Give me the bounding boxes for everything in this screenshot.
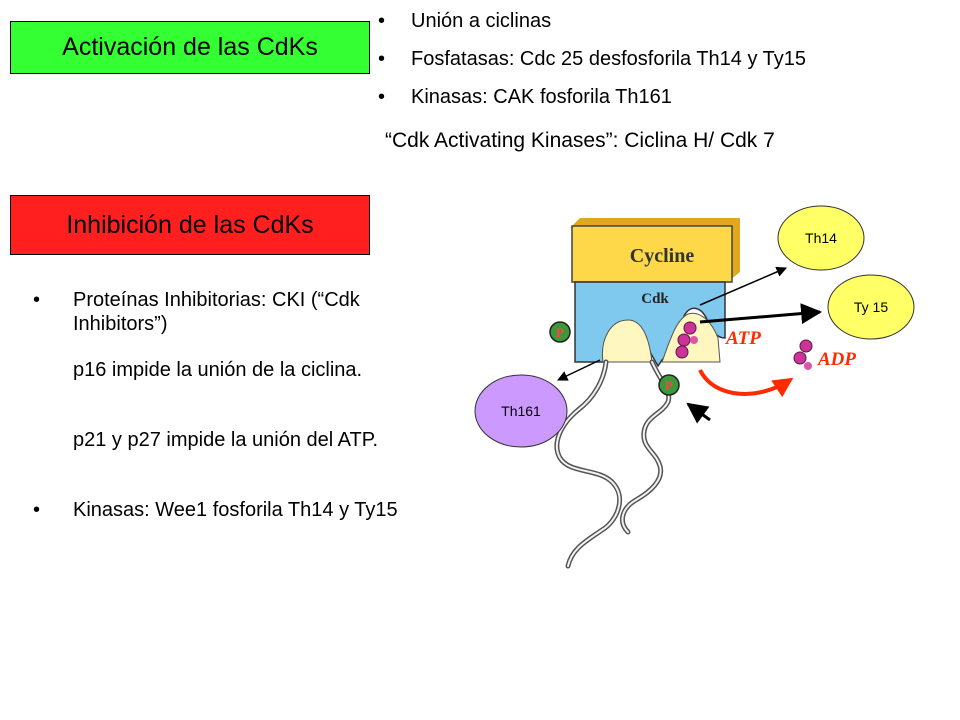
cdk-label: Cdk xyxy=(641,291,669,307)
phosphate-bottom-label: P xyxy=(665,378,673,393)
phosphate-bottom: P xyxy=(658,374,680,396)
arrow-ty15 xyxy=(699,303,823,325)
cdk-block: Cdk xyxy=(574,281,726,368)
cycline-block: Cycline xyxy=(570,218,740,283)
inhibition-title-box: Inhibición de las CdKs xyxy=(10,195,370,255)
adp-molecule-icon xyxy=(793,339,813,370)
inhibition-p16-text: p16 impide la unión de la ciclina. xyxy=(73,359,363,381)
activation-bullet: • Unión a ciclinas xyxy=(378,8,806,46)
protein-chain xyxy=(554,359,672,569)
inhibition-bullet-cki: • Proteínas Inhibitorias: CKI (“Cdk Inhi… xyxy=(33,288,413,336)
cycline-label: Cycline xyxy=(630,245,695,267)
adp-label: ADP xyxy=(817,349,856,370)
atp-molecule-icon xyxy=(675,321,698,359)
red-curved-arrow xyxy=(698,369,794,398)
activation-bullet-text: Fosfatasas: Cdc 25 desfosforila Th14 y T… xyxy=(411,48,807,70)
bubble-ty15: Ty 15 xyxy=(827,274,915,340)
inhibition-p21-text: p21 y p27 impide la unión del ATP. xyxy=(73,429,379,451)
activation-bullet-text: Unión a ciclinas xyxy=(411,10,552,32)
activation-bullet: • Kinasas: CAK fosforila Th161 xyxy=(378,84,806,122)
bullet-dot: • xyxy=(378,48,386,70)
inhibition-bullet-cki-text: Proteínas Inhibitorias: CKI (“Cdk Inhibi… xyxy=(73,289,360,335)
arrow-th14 xyxy=(699,266,787,306)
bubble-ty15-label: Ty 15 xyxy=(854,299,888,315)
cak-note: “Cdk Activating Kinases”: Ciclina H/ Cdk… xyxy=(385,129,775,152)
bullet-dot: • xyxy=(378,10,386,32)
activation-title-box: Activación de las CdKs xyxy=(10,21,370,74)
bubble-th14-label: Th14 xyxy=(805,230,837,246)
pointer-arrow xyxy=(686,402,711,424)
inhibition-bullet-wee1-text: Kinasas: Wee1 fosforila Th14 y Ty15 xyxy=(73,499,398,521)
atp-label: ATP xyxy=(725,328,761,349)
bubble-th14: Th14 xyxy=(777,205,865,271)
bubble-th161: Th161 xyxy=(474,374,568,448)
bullet-dot: • xyxy=(33,289,41,311)
phosphate-left-label: P xyxy=(556,325,564,340)
phosphate-left: P xyxy=(549,321,571,343)
arrow-th161 xyxy=(557,359,601,381)
inhibition-title: Inhibición de las CdKs xyxy=(66,210,314,239)
activation-bullet: • Fosfatasas: Cdc 25 desfosforila Th14 y… xyxy=(378,46,806,84)
activation-title: Activación de las CdKs xyxy=(62,33,318,61)
activation-bullet-list: • Unión a ciclinas • Fosfatasas: Cdc 25 … xyxy=(378,8,806,122)
bubble-th161-label: Th161 xyxy=(501,403,541,419)
activation-bullet-text: Kinasas: CAK fosforila Th161 xyxy=(411,86,672,108)
inhibition-bullet-wee1: • Kinasas: Wee1 fosforila Th14 y Ty15 xyxy=(33,498,453,522)
bullet-dot: • xyxy=(33,499,41,521)
bullet-dot: • xyxy=(378,86,386,108)
